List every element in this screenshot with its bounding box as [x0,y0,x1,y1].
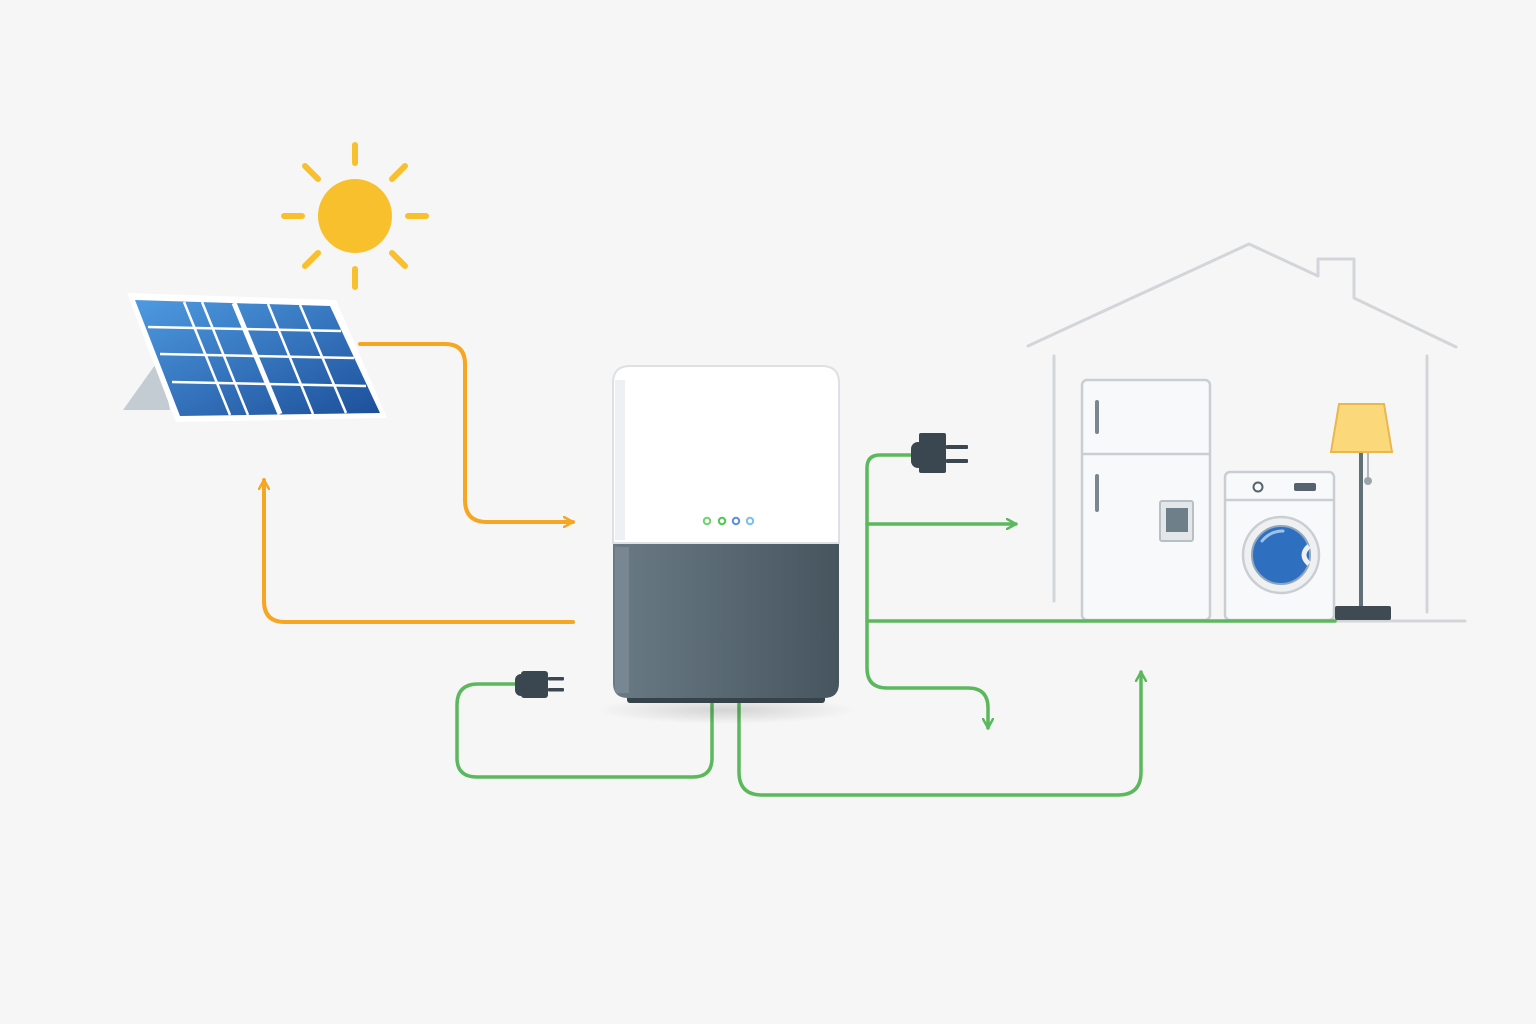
refrigerator-icon [1080,378,1212,622]
solar-flow-lines [264,342,575,624]
flow-unit-to-panel [264,478,575,624]
battery-unit-icon [596,365,856,724]
plug-icon-left [515,671,564,698]
solar-panel-icon [123,293,387,422]
flow-trunk [865,453,988,730]
status-lights [702,516,755,526]
sun-icon [281,142,429,290]
flow-panel-to-unit [358,342,575,522]
washing-machine-icon [1223,470,1336,622]
flow-unit-to-house-bottom [737,670,1141,797]
plug-icon-right [911,433,968,473]
flow-left-plug-loop [455,682,714,779]
power-flow-lines [455,453,1337,797]
floor-lamp-icon [1329,403,1394,620]
